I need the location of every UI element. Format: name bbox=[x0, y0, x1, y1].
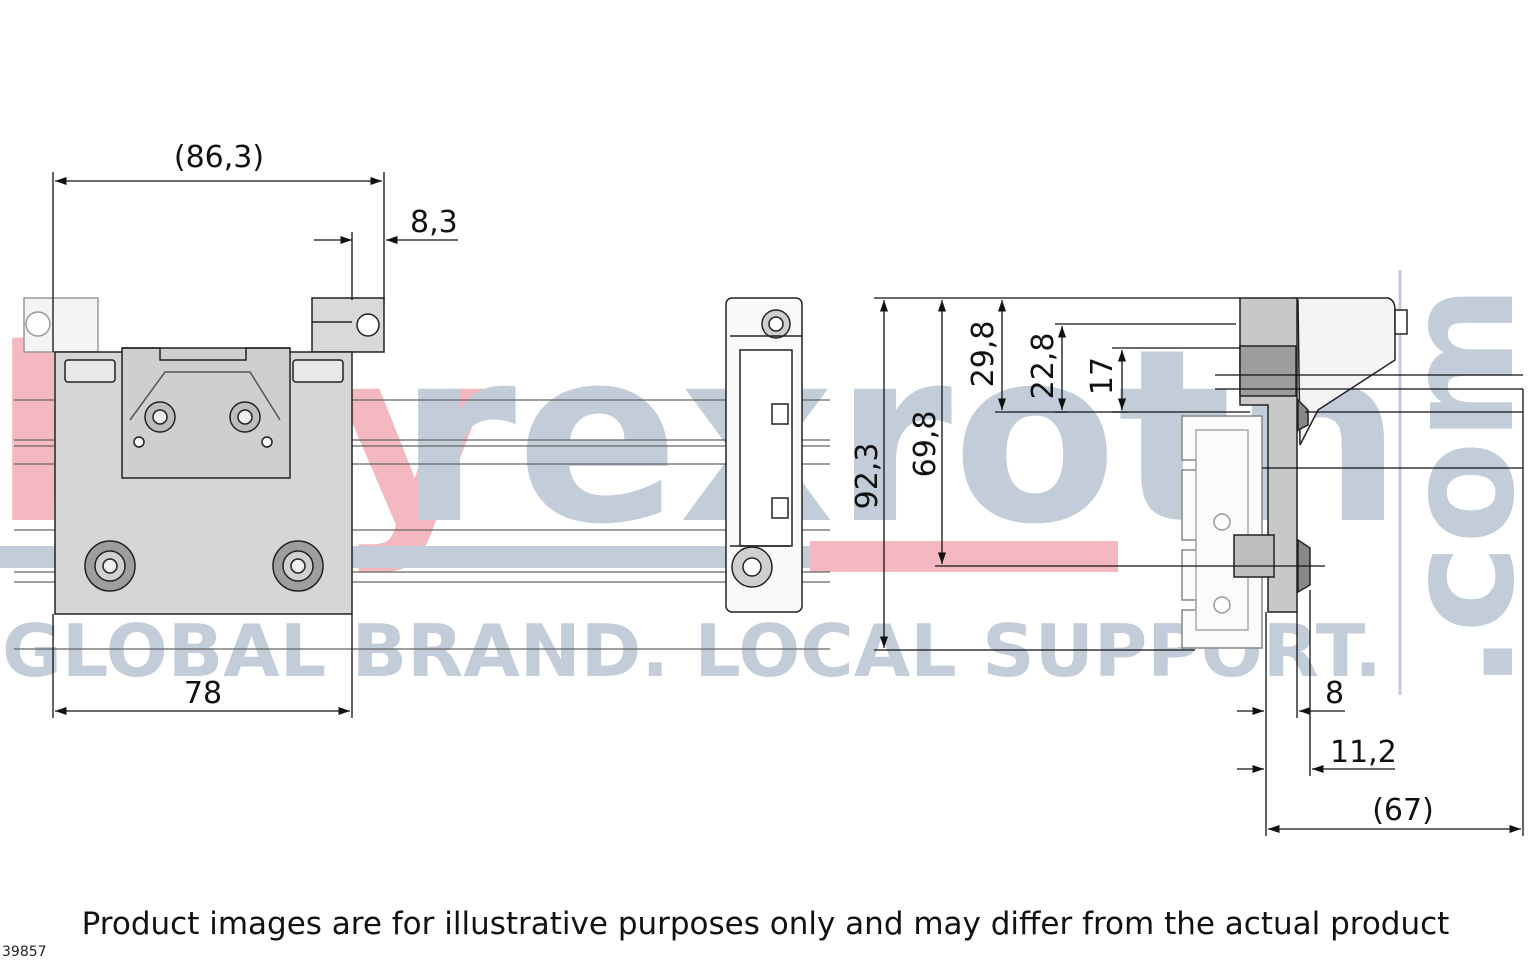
watermark-red-bar bbox=[810, 541, 1118, 572]
dim-height-small: 17 bbox=[1085, 357, 1120, 395]
dim-front-width-overall: (86,3) bbox=[174, 140, 264, 175]
dim-side-offset-small: 8 bbox=[1325, 676, 1344, 711]
dim-height-upper: 22,8 bbox=[1026, 333, 1061, 400]
side-view bbox=[1181, 297, 1408, 649]
dim-height-top: 29,8 bbox=[966, 321, 1001, 388]
watermark-brand-suffix: .com bbox=[1374, 285, 1531, 690]
dim-height-overall: 92,3 bbox=[850, 443, 885, 510]
dim-height-mid: 69,8 bbox=[908, 411, 943, 478]
dim-side-depth-overall: (67) bbox=[1372, 793, 1434, 828]
disclaimer: Product images are for illustrative purp… bbox=[81, 906, 1450, 942]
front-bracket bbox=[121, 347, 291, 479]
watermark-slogan: GLOBAL BRAND. LOCAL SUPPORT. bbox=[2, 609, 1382, 693]
dim-side-offset-mid: 11,2 bbox=[1330, 735, 1397, 770]
front-screws bbox=[84, 401, 324, 592]
part-number: 39857 bbox=[2, 944, 47, 960]
side-bracket-arm bbox=[1292, 297, 1396, 446]
front-view bbox=[14, 297, 830, 650]
front-dimensions bbox=[52, 172, 458, 718]
center-view bbox=[725, 297, 803, 613]
dim-front-offset: 8,3 bbox=[410, 205, 458, 240]
dim-front-base-width: 78 bbox=[184, 676, 222, 711]
side-dimensions bbox=[874, 297, 1524, 836]
